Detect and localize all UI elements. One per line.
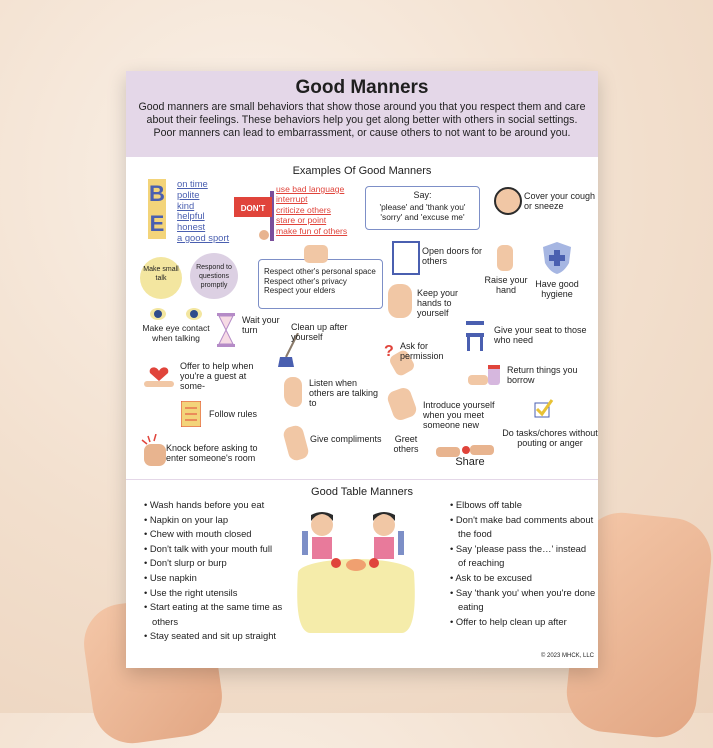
- shield-cross-icon: [542, 241, 572, 280]
- give-seat-text: Give your seat to those who need: [494, 325, 587, 345]
- clean-up-text: Clean up after yourself: [291, 322, 348, 342]
- thumbs-up-icon: [304, 245, 328, 263]
- page-title: Good Manners: [295, 77, 429, 98]
- compliments-text: Give compliments: [310, 434, 382, 444]
- say-bubble: Say: 'please' and 'thank you' 'sorry' an…: [365, 186, 480, 230]
- section-divider: [126, 479, 598, 480]
- dont-sign-icon: DON'T: [234, 191, 278, 241]
- checklist-icon: [180, 400, 202, 432]
- wait-turn-text: Wait your turn: [242, 315, 280, 335]
- raise-hand-text: Raise your hand: [484, 275, 528, 295]
- dining-table-illustration: [294, 501, 434, 646]
- door-icon: [392, 241, 420, 275]
- praying-hands-icon: [388, 284, 412, 318]
- svg-text:?: ?: [384, 343, 394, 360]
- sharing-hands-icon: [436, 443, 496, 464]
- respect-box: Respect other's personal space Respect o…: [258, 259, 383, 309]
- ask-permission-text: Ask for permission: [400, 341, 444, 361]
- handing-jar-icon: [468, 365, 504, 396]
- face-mask-icon: [494, 187, 522, 215]
- intro-text: Good manners are small behaviors that sh…: [138, 101, 586, 139]
- respond-bubble: Respond to questions promptly: [190, 253, 238, 299]
- offer-help-text: Offer to help when you're a guest at som…: [180, 361, 254, 391]
- checkmark-icon: [534, 399, 554, 424]
- follow-rules-text: Follow rules: [209, 409, 258, 419]
- greet-text: Greet others: [393, 434, 419, 454]
- small-talk-bubble: Make small talk: [140, 257, 182, 299]
- knock-text: Knock before asking to enter someone's r…: [166, 443, 258, 463]
- hourglass-icon: [217, 313, 235, 352]
- eye-contact-text: Make eye contact when talking: [142, 323, 210, 343]
- raised-hand-icon: [497, 245, 513, 271]
- be-list: on time polite kind helpful honest a goo…: [177, 178, 230, 243]
- table-left-list: Wash hands before you eat Napkin on your…: [144, 498, 286, 644]
- tasks-text: Do tasks/chores without pouting or anger: [502, 428, 598, 448]
- worksheet: Good Manners Good manners are small beha…: [126, 71, 598, 668]
- heart-hands-icon: [144, 363, 174, 392]
- question-hand-icon: ?: [376, 338, 416, 378]
- broom-icon: [278, 332, 300, 372]
- eyes-icon: [148, 307, 204, 326]
- keep-hands-text: Keep your hands to yourself: [417, 288, 459, 318]
- sparkle-hand-icon: [281, 423, 311, 463]
- listen-text: Listen when others are talking to: [309, 378, 379, 408]
- open-doors-text: Open doors for others: [422, 246, 483, 266]
- examples-title: Examples Of Good Manners: [292, 165, 432, 177]
- hygiene-text: Have good hygiene: [535, 279, 579, 299]
- introduce-text: Introduce yourself when you meet someone…: [423, 400, 495, 430]
- svg-text:DON'T: DON'T: [241, 204, 266, 213]
- dont-list: use bad language interrupt criticize oth…: [276, 184, 348, 236]
- share-text: Share: [455, 456, 485, 468]
- waving-hand-icon: [385, 385, 419, 423]
- copyright: © 2023 MHCK, LLC: [540, 653, 594, 659]
- chair-icon: [464, 321, 486, 356]
- ear-icon: [284, 377, 302, 407]
- cover-cough-text: Cover your cough or sneeze: [524, 191, 596, 211]
- table-title: Good Table Manners: [311, 486, 413, 498]
- table-right-list: Elbows off table Don't make bad comments…: [450, 498, 596, 629]
- header-band: Good Manners Good manners are small beha…: [126, 71, 598, 157]
- return-things-text: Return things you borrow: [507, 365, 578, 385]
- knocking-fist-icon: [138, 433, 168, 471]
